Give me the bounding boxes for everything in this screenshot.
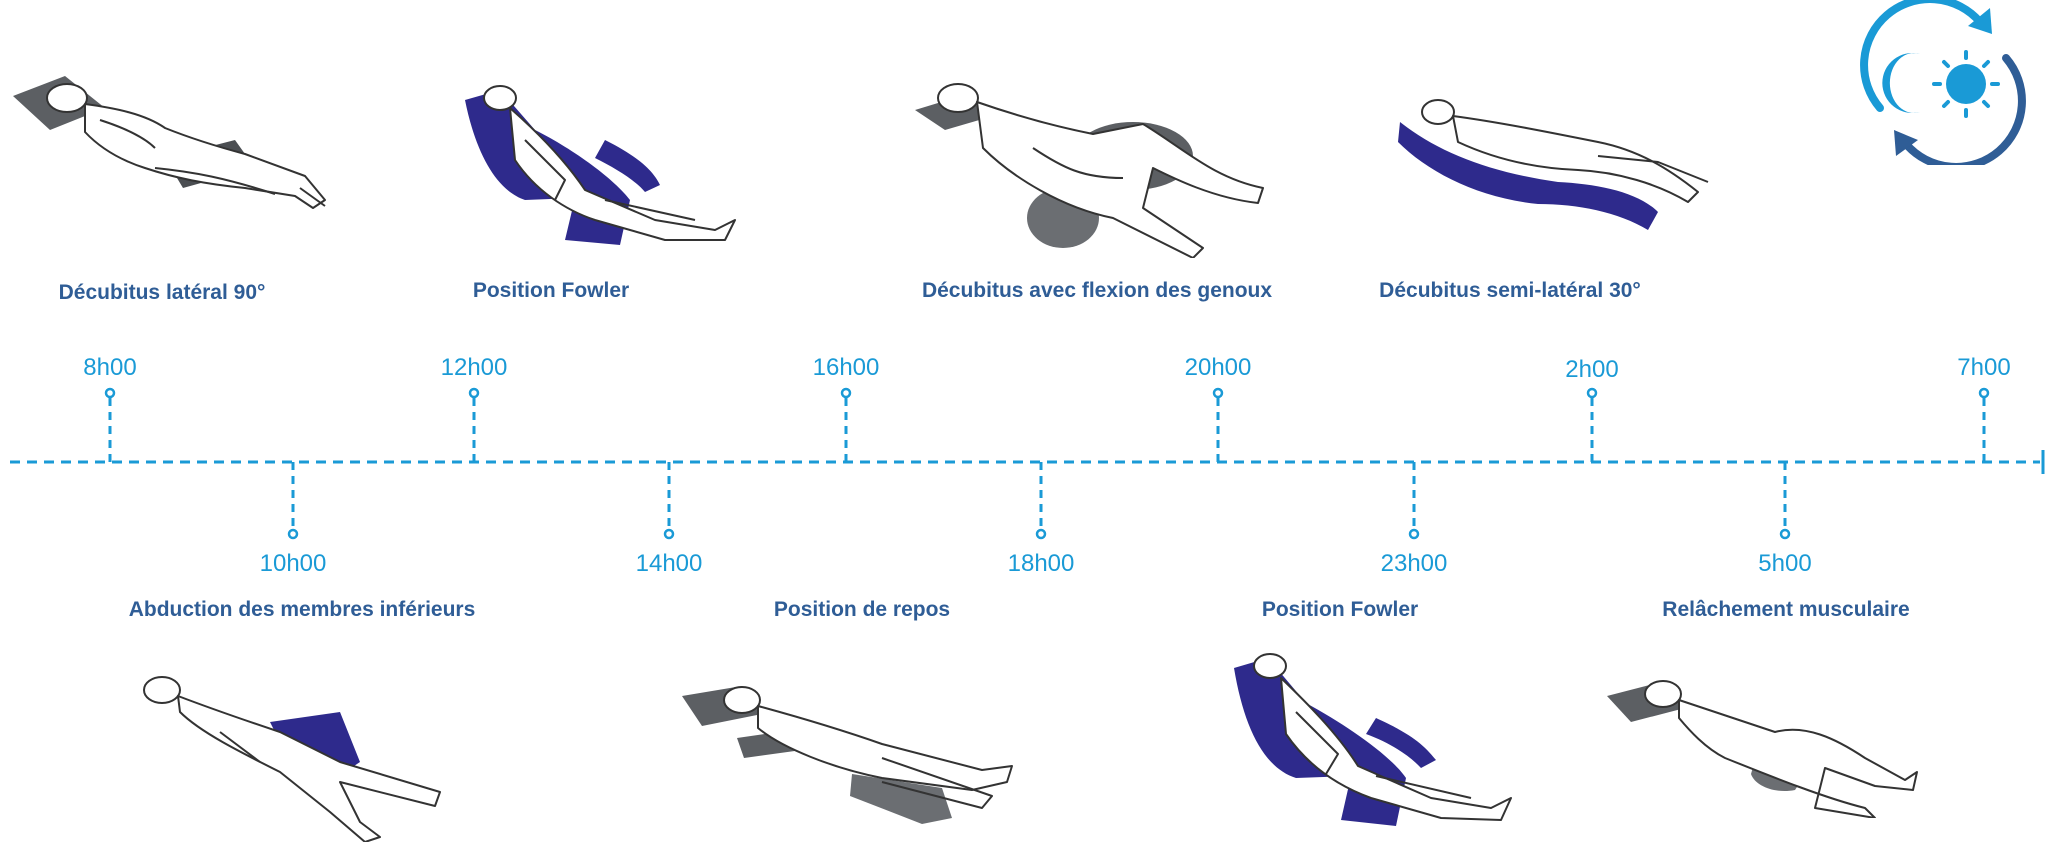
top-time-5-marker	[1978, 387, 1990, 399]
time-label-2h00: 2h00	[1565, 356, 1619, 383]
time-label-7h00: 7h00	[1957, 354, 2011, 381]
person-leg-abduction-illustration	[143, 676, 441, 842]
person-muscle-relaxation-illustration	[1607, 680, 1918, 818]
top-time-2-marker	[840, 387, 852, 399]
time-label-14h00: 14h00	[635, 550, 703, 577]
time-label-18h00: 18h00	[1007, 550, 1075, 577]
bottom-time-1-marker	[663, 528, 675, 540]
top-time-0-marker	[104, 387, 116, 399]
bottom-time-3-marker	[1408, 528, 1420, 540]
position-label-fowler-bottom: Position Fowler	[1261, 598, 1419, 621]
position-label-semi-lateral-30: Décubitus semi-latéral 30°	[1379, 279, 1641, 302]
position-label-muscle-relaxation: Relâchement musculaire	[1662, 598, 1910, 621]
time-label-16h00: 16h00	[812, 354, 880, 381]
top-time-4-marker	[1586, 387, 1598, 399]
person-fowler-cushion-illustration	[465, 85, 736, 245]
person-rest-position-illustration	[682, 686, 1013, 824]
top-time-3-marker	[1212, 387, 1224, 399]
bottom-time-0-marker	[287, 528, 299, 540]
time-label-5h00: 5h00	[1758, 550, 1812, 577]
person-fowler-cushion-illustration	[1234, 653, 1512, 826]
time-label-23h00: 23h00	[1380, 550, 1448, 577]
time-label-8h00: 8h00	[83, 354, 137, 381]
position-label-rest: Position de repos	[773, 598, 951, 621]
position-label-fowler-top: Position Fowler	[472, 279, 630, 302]
bottom-time-2-marker	[1035, 528, 1047, 540]
time-label-12h00: 12h00	[440, 354, 508, 381]
time-label-10h00: 10h00	[259, 550, 327, 577]
person-lying-side-illustration	[13, 76, 326, 209]
bottom-time-4-marker	[1779, 528, 1791, 540]
time-label-20h00: 20h00	[1184, 354, 1252, 381]
position-label-knee-flexion: Décubitus avec flexion des genoux	[921, 279, 1273, 302]
person-knees-bent-cushion-illustration	[915, 83, 1264, 258]
person-semi-lateral-cushion-illustration	[1398, 99, 1709, 230]
day-night-cycle-icon	[1860, 0, 2026, 165]
top-time-1-marker	[468, 387, 480, 399]
position-label-leg-abduction: Abduction des membres inférieurs	[128, 598, 476, 621]
position-label-lateral-90: Décubitus latéral 90°	[58, 281, 266, 304]
